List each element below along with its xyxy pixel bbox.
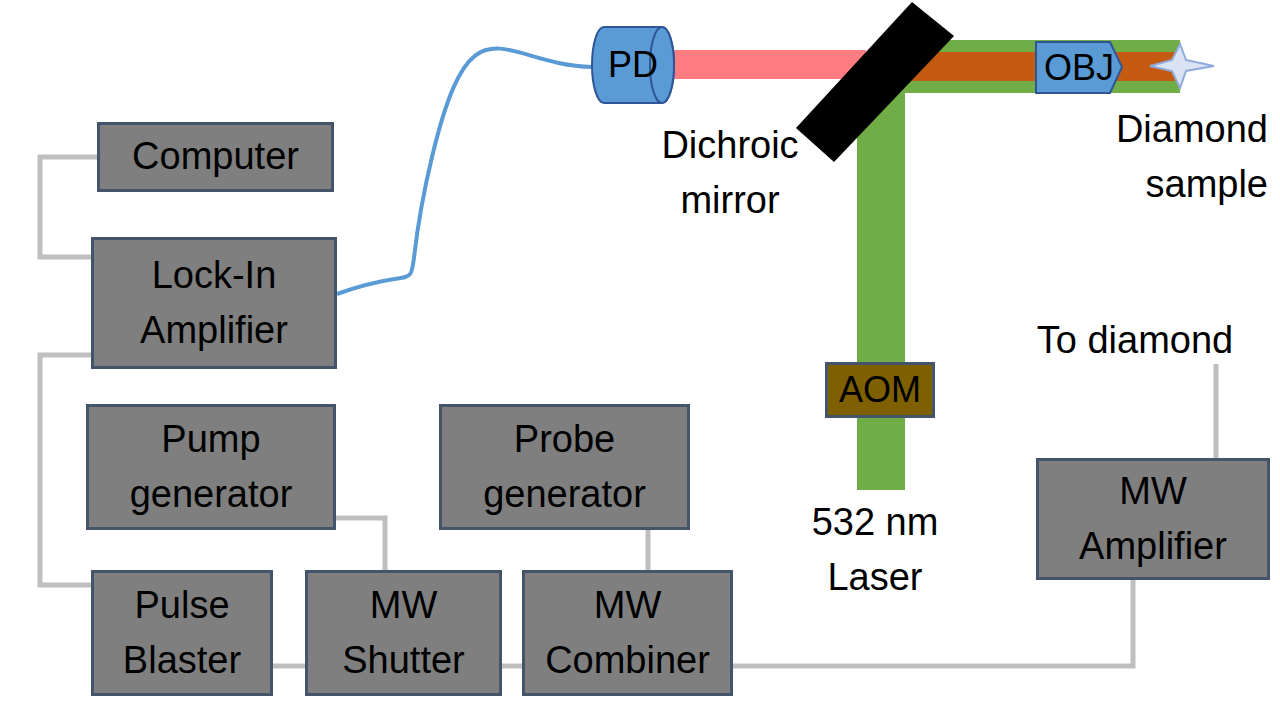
device-box: Lock-In Amplifier: [91, 237, 337, 369]
device-box: Pump generator: [86, 404, 336, 530]
device-box: MW Combiner: [522, 570, 733, 696]
device-box: Pulse Blaster: [91, 570, 273, 696]
node-text: Probe generator: [442, 412, 687, 522]
connector-wire: [336, 518, 385, 570]
aom-box: AOM: [825, 362, 935, 418]
mw-wire: [1214, 364, 1219, 460]
node-text: Computer: [126, 129, 305, 184]
diamond-star: [1150, 44, 1214, 88]
connector-wire: [502, 664, 522, 669]
device-box: MW Shutter: [305, 570, 502, 696]
connector-wire: [646, 530, 651, 570]
part-label: Dichroic mirror: [630, 118, 830, 228]
connector-wire: [40, 355, 91, 585]
node-text: MW Combiner: [525, 578, 730, 688]
node-text: Lock-In Amplifier: [94, 248, 334, 358]
device-box: Computer: [97, 122, 334, 192]
node-text: AOM: [839, 368, 921, 411]
node-text: OBJ: [1044, 46, 1114, 89]
connector-wire: [273, 664, 305, 669]
wire-label: To diamond: [1010, 313, 1260, 368]
node-text: Pump generator: [89, 412, 333, 522]
signal-cable: [337, 48, 592, 294]
connector-wire: [733, 580, 1133, 666]
dichroic-mirror: [796, 2, 954, 162]
connector-wire: [40, 157, 97, 257]
objective-lens: OBJ: [1034, 40, 1124, 95]
filtered-beam: [668, 50, 866, 79]
node-text: MW Amplifier: [1039, 464, 1267, 574]
part-label: Diamond sample: [1078, 102, 1268, 212]
node-text: MW Shutter: [308, 578, 499, 688]
device-box: Probe generator: [439, 404, 690, 530]
laser-beam: [857, 80, 905, 490]
node-text: Pulse Blaster: [94, 578, 270, 688]
node-text: PD: [608, 43, 658, 86]
device-box: MW Amplifier: [1036, 458, 1270, 580]
photodiode: PD: [590, 25, 676, 105]
part-label: 532 nm Laser: [770, 495, 980, 605]
